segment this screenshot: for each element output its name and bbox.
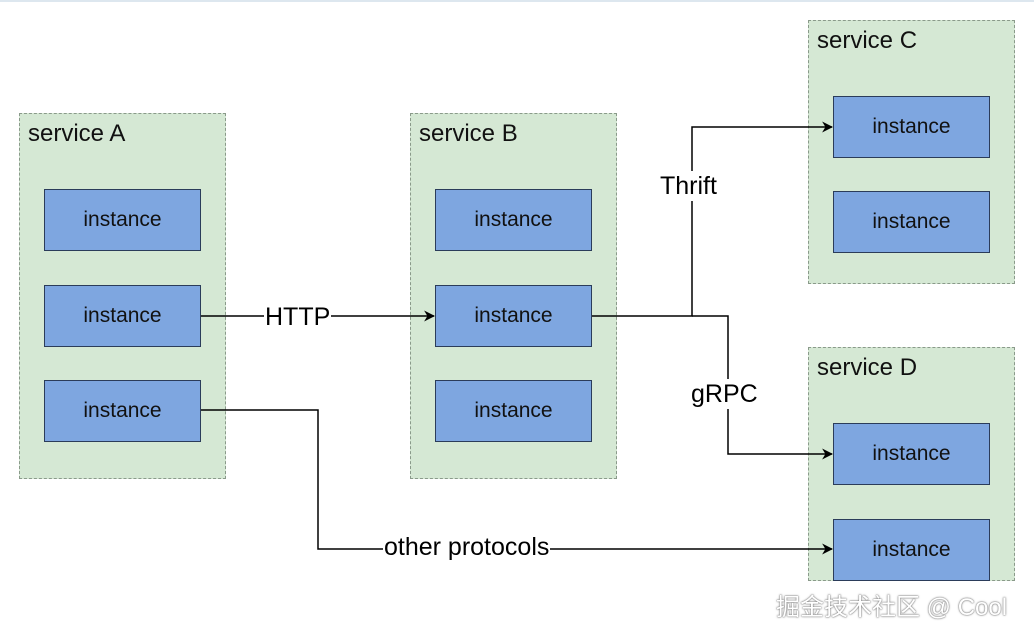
service-a-title: service A bbox=[28, 120, 126, 147]
label-grpc: gRPC bbox=[690, 379, 759, 409]
service-a-instance-2: instance bbox=[44, 285, 201, 347]
service-b-title: service B bbox=[419, 120, 518, 147]
service-a-instance-3: instance bbox=[44, 380, 201, 442]
service-d-instance-2: instance bbox=[833, 519, 990, 581]
service-b-instance-3: instance bbox=[435, 380, 592, 442]
edge-thrift bbox=[592, 121, 834, 317]
service-d-instance-1: instance bbox=[833, 423, 990, 485]
service-b-instance-2: instance bbox=[435, 285, 592, 347]
label-other-protocols: other protocols bbox=[383, 532, 551, 562]
service-c-title: service C bbox=[817, 27, 918, 54]
service-a-instance-1: instance bbox=[44, 189, 201, 251]
service-c-instance-1: instance bbox=[833, 96, 990, 158]
label-http: HTTP bbox=[264, 302, 332, 332]
service-c-instance-2: instance bbox=[833, 191, 990, 253]
service-b-instance-1: instance bbox=[435, 189, 592, 251]
edge-other-protocols bbox=[201, 409, 834, 555]
top-border bbox=[0, 0, 1034, 2]
service-d-title: service D bbox=[817, 354, 918, 381]
watermark: 掘金技术社区 @ Cool bbox=[776, 594, 1008, 621]
label-thrift: Thrift bbox=[659, 171, 718, 201]
